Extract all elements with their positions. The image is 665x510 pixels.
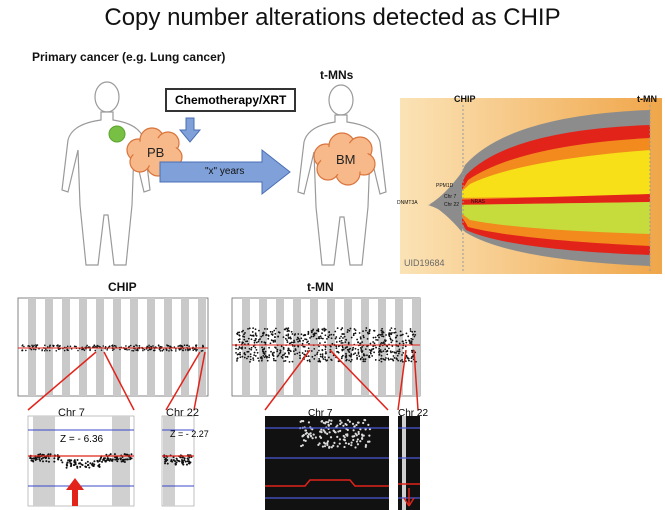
- bm-label: BM: [336, 152, 356, 167]
- fish-uid-label: UID19684: [404, 258, 445, 268]
- chip-plot-title: CHIP: [108, 280, 137, 294]
- fish-ppm1d-label: PPM1D: [436, 183, 454, 189]
- years-label: "x" years: [205, 166, 245, 177]
- tmn-plot-title: t-MN: [307, 280, 334, 294]
- chip-chr22-label: Chr 22: [166, 407, 200, 419]
- fish-nras-label: NRAS: [471, 199, 485, 205]
- fish-chr22-label: Chr 22: [444, 202, 460, 208]
- fish-chip-label: CHIP: [454, 94, 476, 104]
- fish-chr7-label: Chr 7: [444, 194, 457, 200]
- figure-title: Copy number alterations detected as CHIP: [104, 4, 561, 31]
- tmn-chr7-label: Chr 7: [308, 408, 333, 419]
- tmn-chr22-label: Chr 22: [398, 408, 429, 419]
- tumor-icon: [108, 125, 126, 143]
- chip-z7-label: Z = - 6.36: [60, 434, 104, 445]
- chemotherapy-box: Chemotherapy/XRT: [165, 88, 297, 112]
- pb-label: PB: [147, 145, 165, 160]
- chip-z22-label: Z = - 2.27: [170, 429, 209, 439]
- tmns-label: t-MNs: [320, 68, 354, 82]
- chip-chr7-label: Chr 7: [58, 407, 85, 419]
- fish-dnmt3a-label: DNMT3A: [397, 200, 418, 206]
- fish-tmn-label: t-MN: [637, 94, 657, 104]
- primary-cancer-label: Primary cancer (e.g. Lung cancer): [32, 50, 226, 64]
